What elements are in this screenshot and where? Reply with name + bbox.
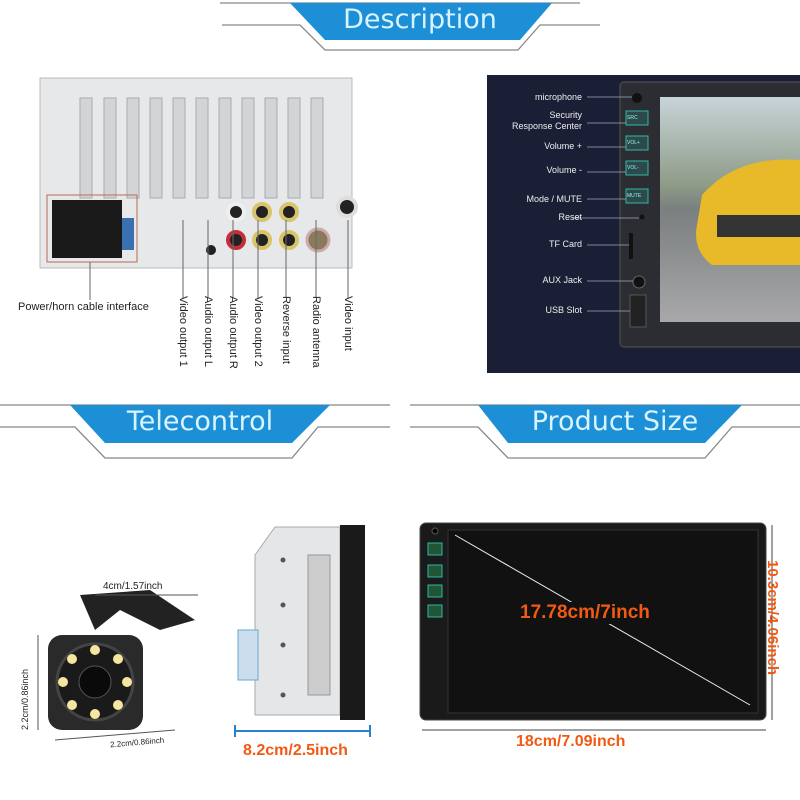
label-security: Security Response Center — [511, 110, 582, 131]
label-reset: Reset — [558, 212, 582, 222]
front-panel-image — [487, 75, 800, 373]
label-tf-card: TF Card — [548, 239, 582, 249]
unit-height-label: 10.3cm/4.06inch — [764, 560, 781, 676]
power-cable-label: Power/horn cable interface — [18, 301, 149, 313]
rear-panel-image — [39, 77, 358, 300]
unit-depth-label: 8.2cm/2.5inch — [243, 742, 348, 759]
banner-product-size: Product Size — [531, 406, 699, 437]
front-view-image — [419, 522, 773, 731]
button-vol-up: VOL+ — [627, 140, 640, 146]
port-label: Audio output R — [227, 296, 239, 369]
port-label: Audio output L — [202, 296, 214, 367]
side-view-image — [234, 525, 371, 737]
unit-width-label: 18cm/7.09inch — [516, 733, 626, 750]
port-label: Video output 1 — [177, 296, 189, 367]
port-label: Radio antenna — [310, 296, 322, 368]
label-mode-mute: Mode / MUTE — [526, 194, 582, 204]
label-aux-jack: AUX Jack — [542, 275, 582, 285]
screen-diagonal-label: 17.78cm/7inch — [520, 602, 650, 624]
button-mute: MUTE — [627, 193, 642, 199]
port-label: Video input — [342, 296, 354, 351]
banner-telecontrol: Telecontrol — [126, 406, 274, 437]
label-microphone: microphone — [534, 92, 582, 102]
camera-width-label: 4cm/1.57inch — [103, 581, 163, 592]
label-volume-up: Volume + — [544, 141, 582, 151]
camera-image — [37, 590, 198, 741]
banner-description: Description — [343, 4, 497, 35]
label-volume-down: Volume - — [546, 165, 582, 175]
port-label: Video output 2 — [252, 296, 264, 367]
label-usb-slot: USB Slot — [545, 305, 582, 315]
button-src: SRC — [627, 115, 638, 121]
port-label: Reverse input — [280, 296, 292, 364]
camera-height-label: 2.2cm/0.86inch — [20, 668, 30, 730]
button-vol-down: VOL- — [627, 165, 639, 171]
